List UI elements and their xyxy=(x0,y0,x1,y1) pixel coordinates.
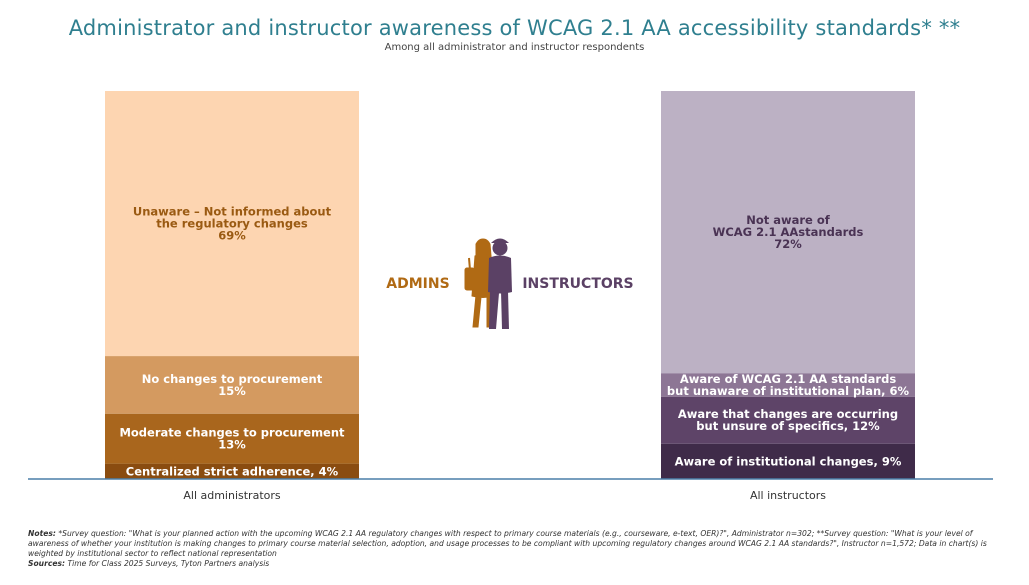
notes-text: *Survey question: "What is your planned … xyxy=(28,529,987,558)
bar-segment xyxy=(105,91,359,357)
sources-label: Sources: xyxy=(28,559,66,568)
chart-subtitle: Among all administrator and instructor r… xyxy=(384,42,645,53)
man-figure-icon xyxy=(488,238,512,329)
people-illustration-icon xyxy=(464,238,512,329)
sources-text: Time for Class 2025 Surveys, Tyton Partn… xyxy=(65,559,270,568)
bar-segment xyxy=(661,396,915,444)
bar-segment xyxy=(105,413,359,464)
bar-segment xyxy=(105,356,359,414)
admins-label: ADMINS xyxy=(386,276,449,292)
notes-label: Notes: xyxy=(28,529,56,538)
category-label: All instructors xyxy=(750,489,826,502)
segment-label: Centralized strict adherence, 4% xyxy=(126,464,339,478)
bar-segment xyxy=(661,91,915,374)
chart-title: Administrator and instructor awareness o… xyxy=(68,16,961,40)
segment-label: Aware of institutional changes, 9% xyxy=(675,454,902,468)
category-label: All administrators xyxy=(183,489,281,502)
instructors-label: INSTRUCTORS xyxy=(522,276,633,292)
bar-segment xyxy=(661,373,915,397)
bar-segment xyxy=(661,443,915,479)
notes-footer: Notes: *Survey question: "What is your p… xyxy=(28,529,1003,569)
bar-segment xyxy=(105,463,359,479)
